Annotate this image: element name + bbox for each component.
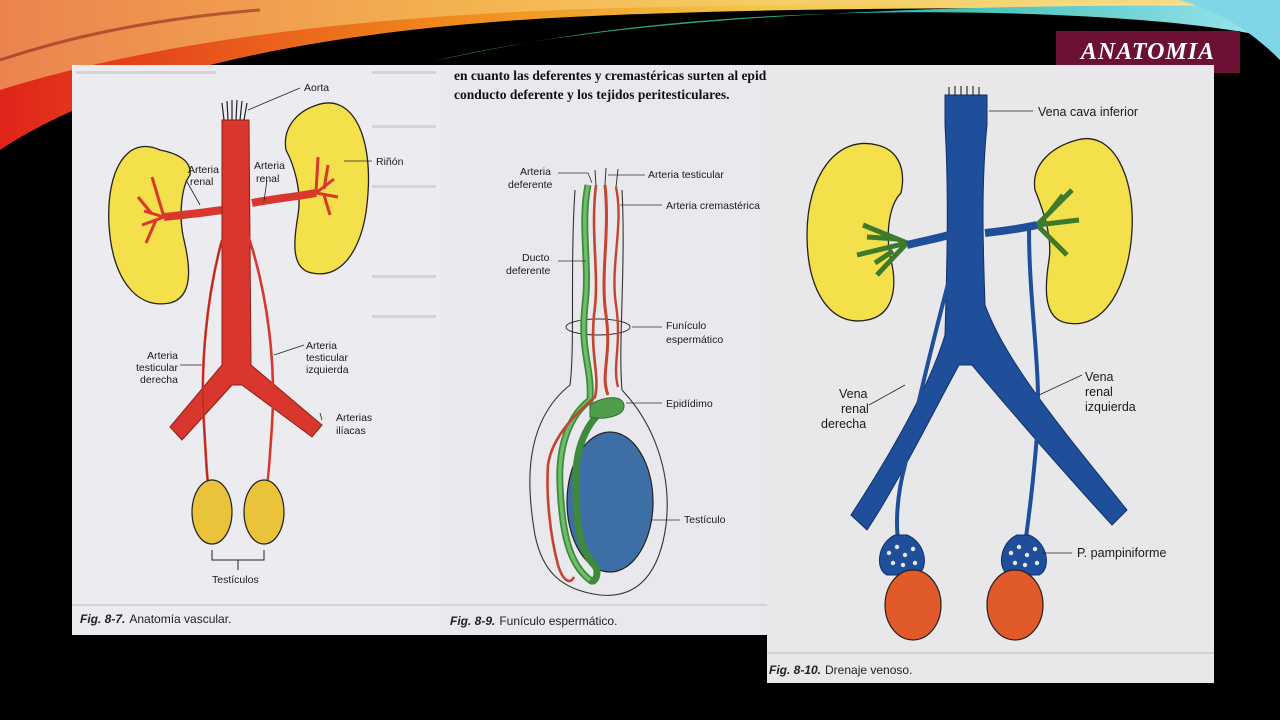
- label-testicular-izquierda-1: Arteria: [306, 340, 337, 352]
- left-kidney: [1033, 137, 1133, 325]
- decorative-banner: [0, 0, 1280, 150]
- label-renal-derecha-1: Vena: [839, 387, 868, 401]
- label-testiculo: Testículo: [684, 514, 726, 526]
- aorta: [169, 119, 323, 441]
- label-testicular-derecha-1: Arteria: [147, 350, 178, 362]
- right-kidney: [284, 102, 370, 275]
- figure-spermatic-cord: en cuanto las deferentes y cremastéricas…: [440, 65, 767, 635]
- right-pampiniform-plexus: [879, 534, 925, 576]
- label-pampiniforme: P. pampiniforme: [1077, 546, 1166, 560]
- background-text-lines: [76, 71, 436, 318]
- testicular-artery: [602, 184, 610, 396]
- left-kidney: [108, 145, 191, 305]
- right-testicular-vein: [895, 279, 951, 546]
- cremasteric-artery: [613, 186, 620, 388]
- label-funiculo-1: Funículo: [666, 320, 706, 332]
- label-epididimo: Epidídimo: [666, 398, 713, 410]
- right-kidney: [806, 142, 904, 322]
- fig9-caption-text: Funículo espermático.: [499, 614, 617, 628]
- fig10-caption: Fig. 8-10. Drenaje venoso.: [769, 663, 912, 677]
- fig7-caption-number: Fig. 8-7.: [80, 612, 125, 626]
- label-arteria-deferente-2: deferente: [508, 179, 553, 191]
- label-arteria-deferente-1: Arteria: [520, 166, 551, 178]
- deferent-artery: [546, 184, 598, 583]
- fig9-header-line-2: conducto deferente y los tejidos perites…: [454, 87, 729, 102]
- label-ducto-deferente-1: Ducto: [522, 252, 550, 264]
- vascular-anatomy-diagram: Aorta Riñón Arteria renal Arteria renal …: [72, 71, 440, 626]
- spermatic-cord-diagram: en cuanto las deferentes y cremastéricas…: [440, 68, 767, 628]
- fig7-caption: Fig. 8-7. Anatomía vascular.: [80, 612, 231, 626]
- funiculus-ring: [565, 318, 631, 336]
- label-renal-derecha-3: derecha: [821, 417, 866, 431]
- label-testicular-derecha-2: testicular: [136, 362, 179, 374]
- label-arteria-renal-right-1: Arteria: [254, 160, 285, 172]
- fig7-caption-text: Anatomía vascular.: [129, 612, 231, 626]
- label-arteria-renal-left-2: renal: [190, 176, 213, 188]
- label-iliacas-2: ilíacas: [336, 425, 366, 437]
- vena-cava-branches: [948, 86, 980, 95]
- label-funiculo-2: espermático: [666, 334, 723, 346]
- leader-lines: [180, 87, 372, 421]
- right-testis: [884, 569, 942, 641]
- label-testicular-izquierda-2: testicular: [306, 352, 349, 364]
- label-arteria-renal-left-1: Arteria: [188, 164, 219, 176]
- label-renal-izquierda-1: Vena: [1085, 370, 1114, 384]
- fig10-caption-text: Drenaje venoso.: [825, 663, 912, 677]
- leader-lines: [868, 110, 1083, 554]
- label-arteria-renal-right-2: renal: [256, 173, 279, 185]
- fig9-header-line-1: en cuanto las deferentes y cremastéricas…: [454, 68, 767, 83]
- left-testicular-artery: [246, 234, 275, 487]
- left-renal-vein: [984, 221, 1038, 237]
- label-renal-derecha-2: renal: [841, 402, 869, 416]
- label-testiculos: Testículos: [212, 574, 259, 586]
- label-renal-izquierda-2: renal: [1085, 385, 1113, 399]
- label-arteria-testicular: Arteria testicular: [648, 169, 724, 181]
- figure-vascular-anatomy: Aorta Riñón Arteria renal Arteria renal …: [72, 65, 440, 635]
- epididymis: [589, 397, 625, 419]
- right-testis: [191, 479, 233, 545]
- label-arteria-cremasterica: Arteria cremastérica: [666, 200, 760, 212]
- venous-drainage-diagram: Vena cava inferior Vena renal derecha Ve…: [767, 86, 1214, 677]
- left-renal-artery: [163, 206, 223, 221]
- fig9-caption-number: Fig. 8-9.: [450, 614, 495, 628]
- testes-bracket: [211, 550, 265, 570]
- left-testicular-vein: [1023, 229, 1041, 546]
- left-testis: [986, 569, 1044, 641]
- fig9-caption: Fig. 8-9. Funículo espermático.: [450, 614, 617, 628]
- figure-venous-drainage: Vena cava inferior Vena renal derecha Ve…: [767, 65, 1214, 683]
- label-iliacas-1: Arterias: [336, 412, 372, 424]
- leader-lines: [558, 172, 680, 521]
- fig10-caption-number: Fig. 8-10.: [769, 663, 821, 677]
- label-vena-cava: Vena cava inferior: [1038, 105, 1138, 119]
- label-rinon: Riñón: [376, 156, 404, 168]
- right-testicular-artery: [201, 239, 224, 487]
- testis: [566, 431, 654, 573]
- right-renal-artery: [251, 189, 317, 207]
- label-aorta: Aorta: [304, 82, 329, 94]
- label-testicular-izquierda-3: izquierda: [306, 364, 349, 376]
- left-pampiniform-plexus: [1001, 534, 1047, 576]
- scrotal-sac-outline: [529, 189, 668, 596]
- vena-cava-inferior: [850, 94, 1128, 531]
- left-testis: [243, 479, 285, 545]
- label-ducto-deferente-2: deferente: [506, 265, 551, 277]
- aortic-branches: [221, 99, 248, 121]
- label-renal-izquierda-3: izquierda: [1085, 400, 1136, 414]
- right-renal-vein: [906, 231, 951, 249]
- label-testicular-derecha-3: derecha: [140, 374, 178, 386]
